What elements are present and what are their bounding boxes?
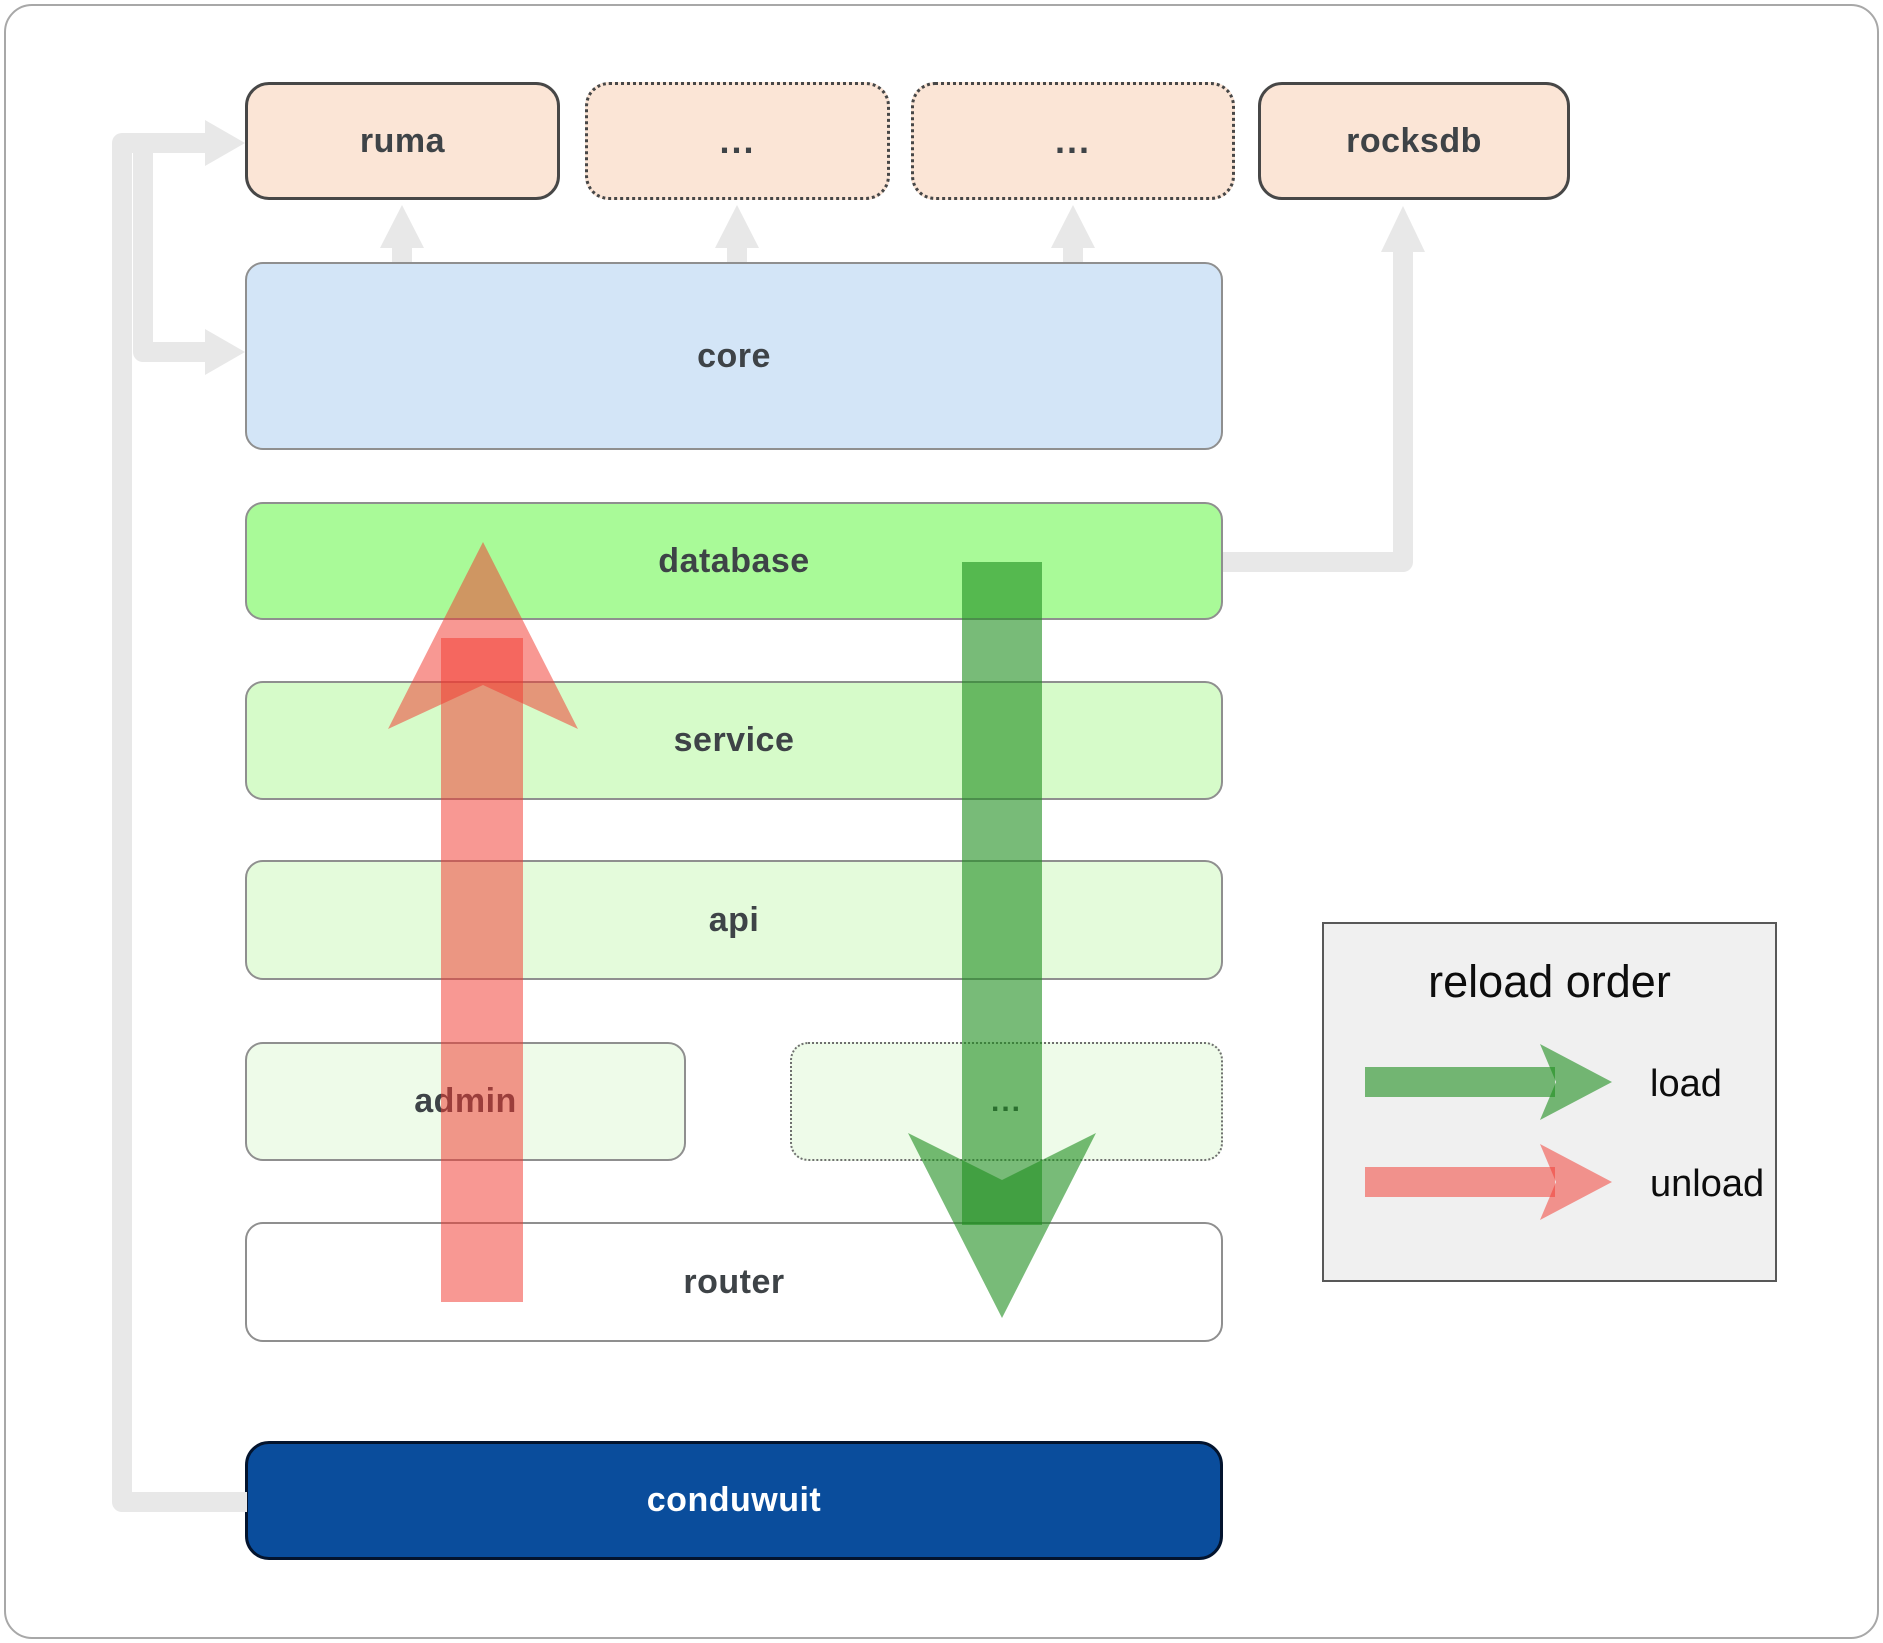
node-api-label: api xyxy=(708,900,760,939)
connector-arrowhead-top2-icon xyxy=(715,205,759,248)
legend-unload-label: unload xyxy=(1650,1163,1765,1205)
node-rocksdb: rocksdb xyxy=(1258,82,1570,200)
node-ellipsis-1: ... xyxy=(585,82,890,200)
connector-branch-core xyxy=(133,153,206,362)
node-service: service xyxy=(245,681,1223,800)
connector-arrowhead-top1-icon xyxy=(380,205,424,248)
node-router: router xyxy=(245,1222,1223,1342)
node-ellipsis-2-label: ... xyxy=(1054,120,1091,161)
node-core: core xyxy=(245,262,1223,450)
node-ellipsis-3-label: ... xyxy=(990,1084,1022,1118)
node-core-label: core xyxy=(697,336,771,375)
node-rocksdb-label: rocksdb xyxy=(1346,121,1482,160)
connector-arrowhead-rocksdb-icon xyxy=(1381,206,1425,252)
node-admin-label: admin xyxy=(414,1082,517,1120)
node-service-label: service xyxy=(673,721,795,759)
node-admin: admin xyxy=(245,1042,686,1161)
node-api: api xyxy=(245,860,1223,980)
node-ellipsis-1-label: ... xyxy=(719,120,756,161)
legend-box: reload order load unload xyxy=(1322,922,1777,1282)
node-database-label: database xyxy=(658,541,810,580)
connector-database-rocksdb xyxy=(1223,252,1413,572)
connector-conduwuit-ruma xyxy=(112,133,247,1512)
node-conduwuit: conduwuit xyxy=(245,1441,1223,1560)
connector-arrowhead-ruma-icon xyxy=(205,120,245,166)
node-ellipsis-2: ... xyxy=(911,82,1235,200)
node-ellipsis-3: ... xyxy=(790,1042,1223,1161)
outer-frame xyxy=(4,4,1879,1639)
connector-arrowhead-top3-icon xyxy=(1051,205,1095,248)
node-database: database xyxy=(245,502,1223,620)
legend-title: reload order xyxy=(1428,956,1671,1007)
connector-arrowhead-core-icon xyxy=(205,329,245,375)
legend-load-label: load xyxy=(1650,1063,1722,1105)
node-ruma: ruma xyxy=(245,82,560,200)
node-ruma-label: ruma xyxy=(359,121,446,160)
node-conduwuit-label: conduwuit xyxy=(646,1481,822,1519)
node-router-label: router xyxy=(683,1262,785,1301)
